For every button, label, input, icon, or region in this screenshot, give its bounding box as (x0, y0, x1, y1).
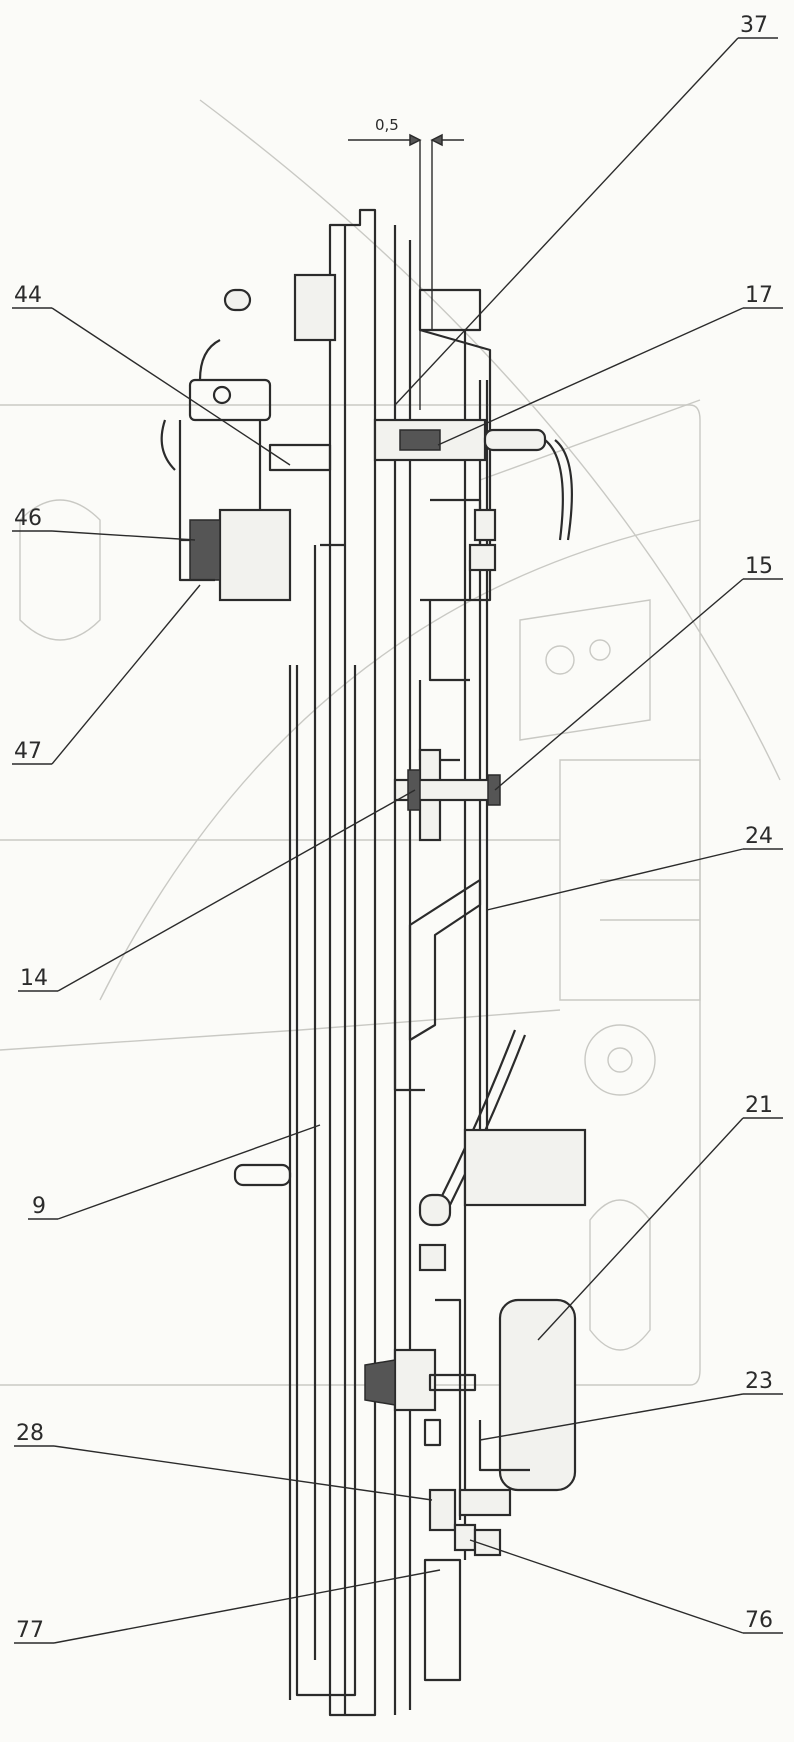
callout-23: 23 (745, 1369, 773, 1394)
dimension-0-5: 0,5 (348, 116, 464, 410)
callout-24: 24 (745, 824, 773, 849)
callout-21: 21 (745, 1093, 773, 1118)
top-housing (223, 273, 492, 762)
dimension-label: 0,5 (375, 116, 399, 134)
callout-14: 14 (20, 966, 48, 991)
callout-37: 37 (740, 13, 768, 38)
bottom-mechanism (364, 1298, 577, 1682)
center-linkage (393, 748, 501, 1092)
callout-15: 15 (745, 554, 773, 579)
callout-77: 77 (16, 1618, 44, 1643)
callout-9: 9 (32, 1194, 46, 1219)
callout-17: 17 (745, 283, 773, 308)
callout-47: 47 (14, 739, 42, 764)
callout-46: 46 (14, 506, 42, 531)
left-mechanism (160, 339, 332, 602)
callout-44: 44 (14, 283, 42, 308)
callouts: 37 44 17 46 15 47 24 14 21 (12, 13, 783, 1644)
cable-assembly (233, 1029, 587, 1272)
background-ghost-drawing (0, 99, 781, 1386)
bolt-assembly-17 (373, 418, 573, 572)
callout-76: 76 (745, 1608, 773, 1633)
callout-28: 28 (16, 1421, 44, 1446)
